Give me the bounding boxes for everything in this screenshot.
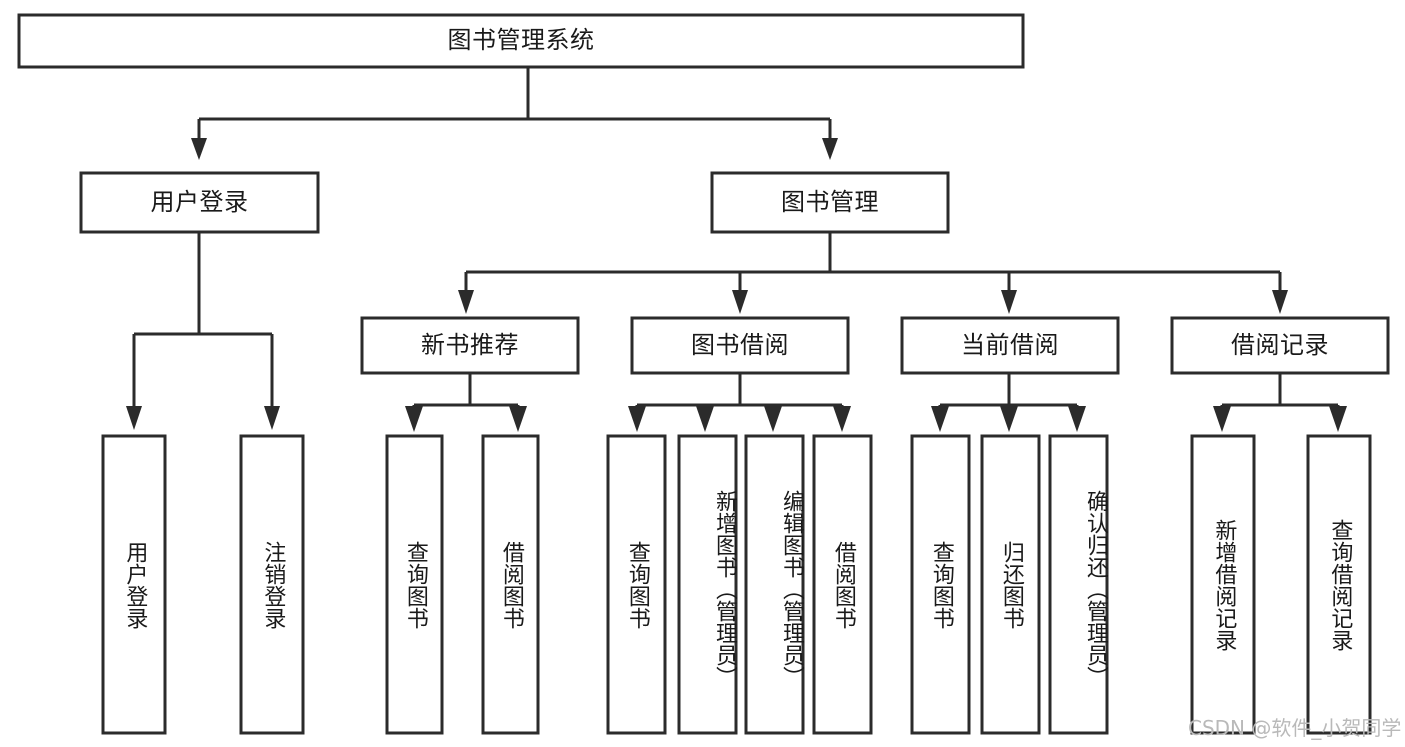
node-user-login[interactable] <box>79 171 320 234</box>
node-leaf-return-book[interactable] <box>980 434 1041 735</box>
node-leaf-logout[interactable] <box>239 434 305 735</box>
node-root-system[interactable] <box>17 13 1025 69</box>
arrow-borrow-record-leaf-1 <box>1213 406 1231 432</box>
arrow-branch-current-borrow <box>1001 290 1017 314</box>
arrow-branch-new-book <box>458 290 474 314</box>
arrow-new-book-leaf-1 <box>405 406 423 432</box>
arrow-to-user-login <box>191 138 207 160</box>
arrow-branch-borrow-record <box>1272 290 1288 314</box>
arrow-book-borrow-leaf-3 <box>764 406 782 432</box>
node-borrow-record[interactable] <box>1170 316 1390 375</box>
node-leaf-borrow-book-2[interactable] <box>812 434 873 735</box>
arrow-borrow-record-leaf-2 <box>1329 406 1347 432</box>
node-leaf-borrow-book-1[interactable] <box>481 434 540 735</box>
arrow-current-borrow-leaf-2 <box>1000 406 1018 432</box>
node-new-book-recommend[interactable] <box>360 316 580 375</box>
arrow-user-login-leaf-1 <box>126 406 142 430</box>
arrow-branch-book-borrow <box>732 290 748 314</box>
arrow-book-borrow-leaf-4 <box>833 406 851 432</box>
node-book-borrow[interactable] <box>630 316 850 375</box>
arrow-book-borrow-leaf-1 <box>628 406 646 432</box>
arrow-book-borrow-leaf-2 <box>696 406 714 432</box>
node-leaf-edit-book[interactable] <box>744 434 805 735</box>
arrow-new-book-leaf-2 <box>509 406 527 432</box>
node-leaf-query-book-1[interactable] <box>385 434 444 735</box>
node-book-manage[interactable] <box>710 171 950 234</box>
arrow-user-login-leaf-2 <box>264 406 280 430</box>
arrow-current-borrow-leaf-3 <box>1068 406 1086 432</box>
node-current-borrow[interactable] <box>900 316 1120 375</box>
node-leaf-add-record[interactable] <box>1190 434 1256 735</box>
node-leaf-query-book-3[interactable] <box>910 434 971 735</box>
node-leaf-query-record[interactable] <box>1306 434 1372 735</box>
node-leaf-user-login[interactable] <box>101 434 167 735</box>
arrow-current-borrow-leaf-1 <box>931 406 949 432</box>
arrow-to-book-manage <box>822 138 838 160</box>
node-leaf-query-book-2[interactable] <box>606 434 667 735</box>
node-leaf-confirm-return[interactable] <box>1048 434 1109 735</box>
node-leaf-add-book[interactable] <box>677 434 738 735</box>
